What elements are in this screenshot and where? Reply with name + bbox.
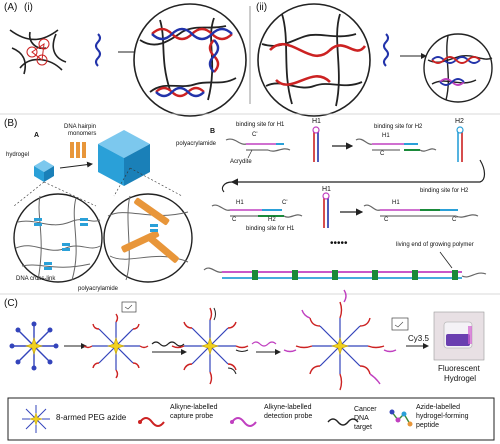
zoom-circle-i xyxy=(133,3,247,117)
binding-site-h1-top: binding site for H1 xyxy=(236,122,285,128)
binding-site-h2-top: binding site for H2 xyxy=(374,124,423,130)
polymer-junctions xyxy=(252,270,458,280)
zoom-circle-ii xyxy=(257,3,371,117)
capture-probe-icon xyxy=(139,417,165,427)
zoom-circle-hairpins xyxy=(103,193,193,283)
legend-text-capture: Alkyne-labelled capture probe xyxy=(170,404,218,420)
h1-label-1: H1 xyxy=(312,118,321,125)
panel-b-sub-a: A xyxy=(34,132,40,139)
peg-star-stage3 xyxy=(171,307,249,385)
dna-hairpin-label: DNA hairpin xyxy=(64,124,97,130)
h2-label-1: H2 xyxy=(455,118,464,125)
dna-target-wave-c xyxy=(151,341,185,347)
panel-c-graphics xyxy=(7,289,495,441)
c-prime-3: C' xyxy=(452,217,458,223)
legend-text-star: 8-armed PEG azide xyxy=(56,413,127,422)
panel-a-sub-i: (i) xyxy=(24,2,33,13)
c-prime-2: C' xyxy=(282,200,288,206)
polyacrylamide-label-left: polyacrylamide xyxy=(78,286,119,292)
dna-target-icon xyxy=(327,418,359,426)
c-label-1: C xyxy=(380,151,385,157)
network-i-small xyxy=(9,29,67,75)
h1-label-5: H1 xyxy=(392,200,400,206)
panel-b-label: (B) xyxy=(4,118,18,129)
product-label-line2: Hydrogel xyxy=(444,374,477,383)
panel-a-graphics xyxy=(9,3,493,117)
hcr-schematic xyxy=(203,126,487,279)
hydrogel-cube-small xyxy=(34,160,54,182)
acrydite-label: Acrydite xyxy=(230,159,252,165)
star-icon xyxy=(22,405,50,433)
legend-text-target: Cancer DNA target xyxy=(354,406,377,431)
binding-site-h1-bottom: binding site for H1 xyxy=(246,226,295,232)
c-prime-1: C' xyxy=(252,132,258,138)
acrydite-pointer xyxy=(247,149,253,159)
h1-label-2: H1 xyxy=(382,133,390,139)
peg-star-stage2 xyxy=(83,301,149,379)
h1-label-4: H1 xyxy=(236,200,244,206)
c-label-2: C xyxy=(232,217,237,223)
detection-probe-icon xyxy=(231,417,257,427)
dna-crosslink-label: DNA cross-link xyxy=(16,276,56,282)
hydrogel-label: hydrogel xyxy=(6,152,30,158)
c-label-3: C xyxy=(384,217,389,223)
binding-site-h2-right: binding site for H2 xyxy=(420,188,469,194)
panel-b-sub-b: B xyxy=(210,128,216,135)
peg-star-stage4 xyxy=(283,289,409,391)
cy35-label: Cy3.5 xyxy=(408,334,429,343)
cube-arrow xyxy=(59,161,93,169)
product-label-line1: Fluorescent xyxy=(438,364,480,373)
detection-probe-wave-c xyxy=(251,341,277,347)
panel-a-sub-ii: (ii) xyxy=(256,2,268,13)
living-end-pointer xyxy=(439,251,453,269)
network-ii-small xyxy=(423,33,493,103)
polyacrylamide-label-mid: polyacrylamide xyxy=(176,141,217,147)
zoom-circle-crosslink xyxy=(13,193,103,283)
panel-a-label: (A) xyxy=(4,2,18,13)
dna-hairpin-monomers-icon xyxy=(70,142,86,158)
living-end-label: living end of growing polymer xyxy=(396,242,474,248)
dna-strand-icon-i xyxy=(95,33,101,67)
monomers-label: monomers xyxy=(68,131,97,137)
hydrogel-cube-large xyxy=(98,130,150,186)
panel-c-label: (C) xyxy=(4,298,18,309)
hairpin-loops-i xyxy=(26,38,50,66)
legend-box xyxy=(7,397,495,441)
peptide-icon xyxy=(389,409,413,427)
panel-b-graphics xyxy=(13,126,487,283)
h2-label-2: H2 xyxy=(268,217,276,223)
fluorescent-hydrogel-vial xyxy=(433,311,485,361)
legend-text-detection: Alkyne-labelled detection probe xyxy=(264,404,313,420)
h1-label-3: H1 xyxy=(322,186,331,193)
legend-text-peptide: Azide-labelled hydrogel-forming peptide xyxy=(416,404,469,429)
continuation-dots: ••••• xyxy=(330,238,348,249)
dna-strand-icon-ii xyxy=(383,33,389,67)
peg-star-stage1 xyxy=(9,321,59,371)
